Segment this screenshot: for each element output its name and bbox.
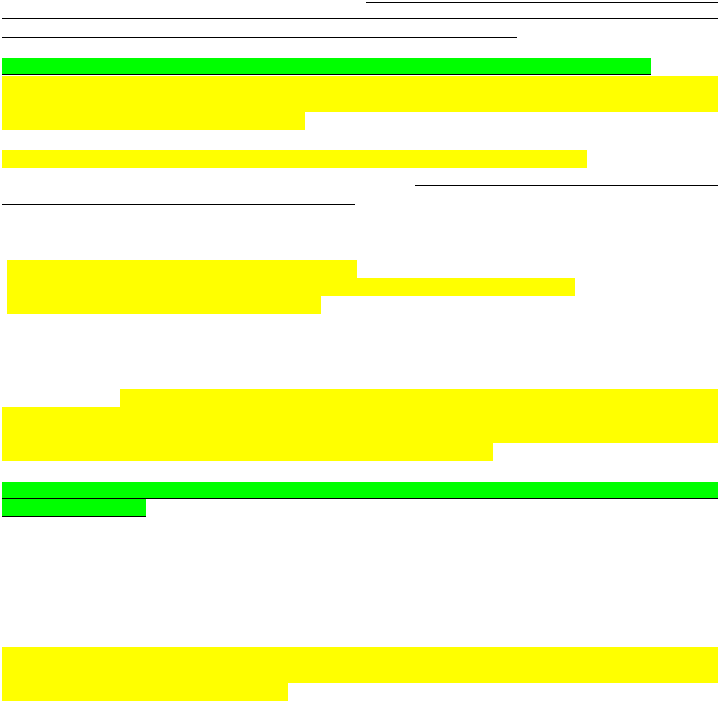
yellow-highlight-block-2 [2, 150, 587, 168]
top-rule-3 [2, 37, 517, 38]
green-highlight-block-2b [2, 499, 146, 517]
yellow-highlight-block-3b [7, 278, 575, 296]
yellow-highlight-block-1b [2, 112, 305, 130]
yellow-highlight-block-5b [2, 683, 288, 701]
green-highlight-block-2a [2, 482, 718, 499]
middle-rule-1 [415, 185, 718, 186]
top-rule-1 [366, 2, 718, 3]
top-rule-2 [2, 18, 718, 19]
yellow-highlight-block-1a [2, 76, 718, 112]
yellow-highlight-block-4c [2, 443, 493, 461]
yellow-highlight-block-3c [7, 296, 321, 314]
middle-rule-2 [2, 204, 355, 205]
yellow-highlight-block-5a [2, 647, 718, 683]
yellow-highlight-block-4a [120, 389, 718, 407]
yellow-highlight-block-3a [7, 260, 357, 278]
green-highlight-block-1 [2, 58, 651, 75]
yellow-highlight-block-4b [2, 407, 718, 443]
